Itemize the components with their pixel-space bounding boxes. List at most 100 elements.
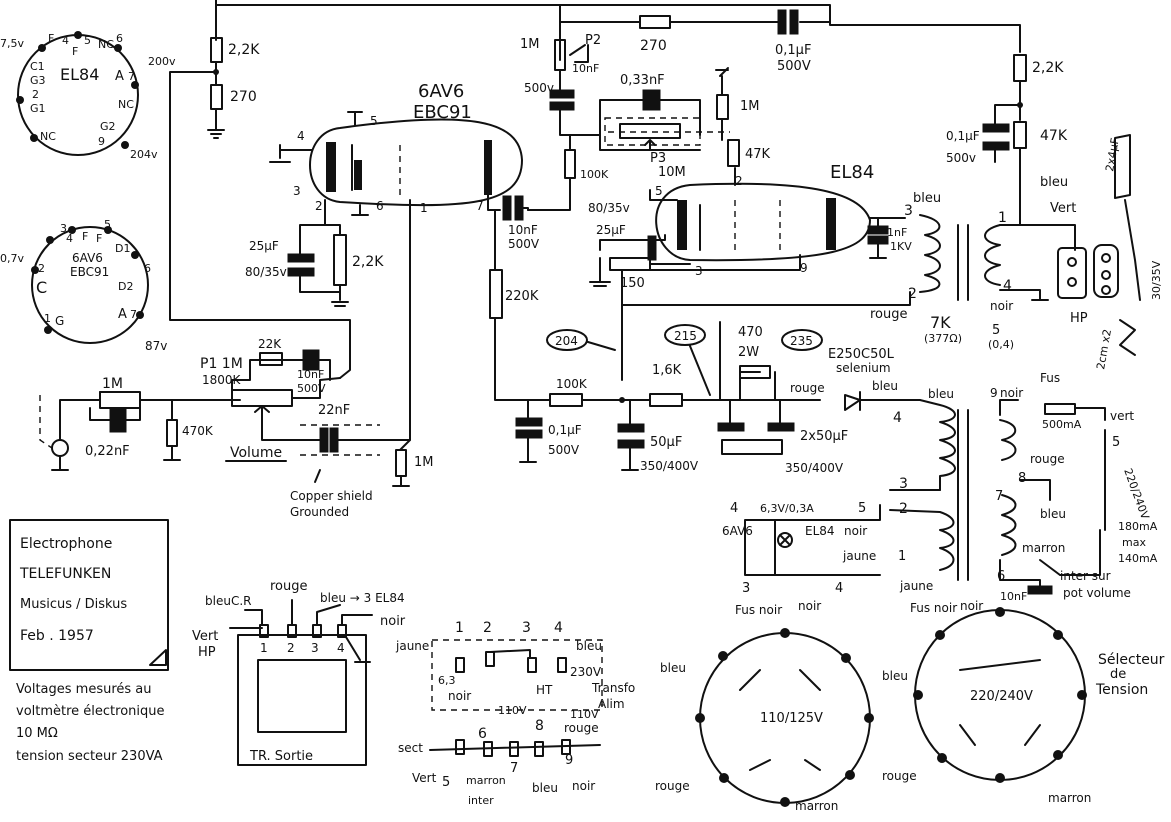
label-500v-a: 500v (524, 81, 554, 95)
label-p3: P3 (650, 151, 666, 166)
label-i1: 180mA (1118, 520, 1158, 533)
ta-n6: 6 (478, 726, 487, 742)
top-bus (215, 0, 1021, 53)
label-1m-in: 1M (102, 376, 123, 392)
pin-6-6av6: 6 (376, 199, 384, 213)
label-10nf-a: 10nF (572, 62, 599, 75)
ta-label2: Alim (598, 697, 625, 711)
grid-wire (339, 199, 411, 451)
ta-v110b: 110V (570, 708, 599, 721)
tube-el84-type: EL84 (830, 162, 874, 183)
label-22k: 22K (258, 337, 282, 351)
label-copper2: Grounded (290, 505, 349, 519)
coupling-6av6: 10nF 500V 220K (489, 195, 540, 401)
label-vert-a: Vert (1050, 201, 1076, 216)
label-el84-v: EL84 (805, 524, 835, 538)
label-80-35: 80/35v (245, 265, 287, 279)
pin-1-ot: 1 (998, 210, 1007, 226)
pin-5-6av6: 5 (370, 114, 378, 128)
label-377: (377Ω) (924, 332, 962, 345)
label-v-30-35: 30/35V (1150, 260, 1163, 300)
el84-pin-g3: G3 (30, 74, 46, 87)
selector-bleu-a: bleu (660, 661, 686, 675)
label-fuse-val: 500mA (1042, 418, 1082, 431)
label-rect-sub: selenium (836, 361, 891, 375)
label-fus: Fus (1040, 371, 1060, 385)
label-i2: max (1122, 536, 1146, 549)
el84-base-pinout: EL84 F 4 F 5 NC 6 7,5v C1 G3 2 G1 NC G2 … (0, 31, 176, 161)
label-c-01uf-right: 0,1µF (946, 129, 980, 143)
selector-title3: Tension (1095, 682, 1148, 698)
ta-v230: 230V (570, 665, 602, 679)
input-volume: 1M 0,22nF 470K P1 1M 1800K Volume 22K 10… (39, 337, 434, 519)
ebc91-pin-87v: 87v (145, 339, 167, 353)
power-transformer: 3 2 6,3V/0,3A 4 5 6AV6 EL84 noir jaune 1… (722, 371, 1158, 603)
label-470k: 470K (182, 424, 214, 438)
title-box: Electrophone TELEFUNKEN Musicus / Diskus… (9, 519, 169, 671)
el84-pin-2: 2 (32, 88, 39, 101)
label-470w: 2W (738, 345, 759, 360)
label-50uf: 50µF (650, 435, 682, 450)
label-copper1: Copper shield (290, 489, 373, 503)
selector-title2: de (1110, 667, 1126, 682)
label-2cm: 2cm x2 (1094, 328, 1114, 370)
label-rect: E250C50L (828, 347, 895, 362)
ta-n7: 7 (510, 761, 518, 776)
label-c-01uf-top: 0,1µF (775, 43, 811, 58)
transfo-alim: 1 2 3 4 jaune bleu 6,3 noir HT 230V Tran… (395, 620, 635, 807)
ht-line: 100K 0,1µF 500V 50µF 350/400V 1,6K 470 2… (515, 321, 954, 475)
ta-n4: 4 (554, 620, 563, 636)
el84-pin-nc-a: NC (98, 38, 114, 51)
pin-2-6av6: 2 (315, 199, 323, 213)
ta-bleu: bleu (576, 639, 602, 653)
selector-bleu-b: bleu (882, 669, 908, 683)
ta-bleu2: bleu (532, 781, 558, 795)
ta-n8: 8 (535, 718, 544, 734)
ta-noir: noir (448, 689, 471, 703)
title-line3: Musicus / Diskus (20, 597, 127, 612)
label-c-224: 2x4µF (1103, 137, 1122, 173)
pin-2-ps: 2 (899, 501, 908, 517)
title-line1: Electrophone (20, 536, 112, 552)
label-v-215: 215 (674, 329, 697, 343)
tr-noir: noir (380, 614, 406, 629)
label-7k: 7K (930, 313, 951, 332)
ebc91-pin-1: 1 (44, 312, 51, 325)
el84-pin-6: 6 (116, 32, 123, 45)
tube-6av6-alt: EBC91 (413, 102, 472, 123)
label-500v-b: 500V (777, 59, 811, 74)
ta-n9: 9 (565, 753, 573, 768)
el84-pin-204v: 204v (130, 148, 158, 161)
label-ot-5: 5 (992, 323, 1000, 338)
tube-el84: EL84 2 5 3 9 (621, 162, 906, 381)
pin-6-ps: 6 (997, 569, 1005, 584)
voltage-selector: 110/125V 220/240V Fus noir noir bleu rou… (655, 599, 1165, 813)
label-500v-e: 500V (297, 382, 326, 395)
pin-4-heat: 4 (730, 501, 738, 516)
label-bleu-c: bleu (928, 387, 954, 401)
selector-rouge-a: rouge (655, 779, 690, 793)
label-1k6: 1,6K (652, 363, 682, 378)
c-1nf: 1nF 1KV (867, 217, 912, 259)
note-line3: 10 MΩ (16, 726, 58, 741)
ebc91-pin-c: C (36, 278, 47, 297)
label-heat: 6,3V/0,3A (760, 502, 814, 515)
label-noir-c: noir (844, 524, 867, 538)
ebc91-pin-d1: D1 (115, 242, 130, 255)
ta-v63: 6,3 (438, 674, 456, 687)
resistor-2k2-top: 2,2K 270 (169, 37, 351, 379)
tr-pin-4: 4 (337, 641, 345, 655)
el84-pin-5: 5 (84, 34, 91, 47)
ta-vert: Vert (412, 771, 437, 785)
label-p3-val: 10M (658, 165, 686, 180)
pin-3-ot: 3 (904, 203, 913, 219)
el84-pin-f2: F (72, 45, 78, 58)
pin-5-el84: 5 (655, 184, 663, 198)
ta-n2: 2 (483, 620, 492, 636)
label-1nf: 1nF (887, 226, 907, 239)
label-25uf-b: 25µF (596, 223, 626, 237)
label-022nf: 0,22nF (85, 444, 130, 459)
label-1m-g: 1M (414, 455, 434, 470)
title-line4: Feb . 1957 (20, 628, 94, 644)
ta-v110a: 110V (498, 704, 527, 717)
